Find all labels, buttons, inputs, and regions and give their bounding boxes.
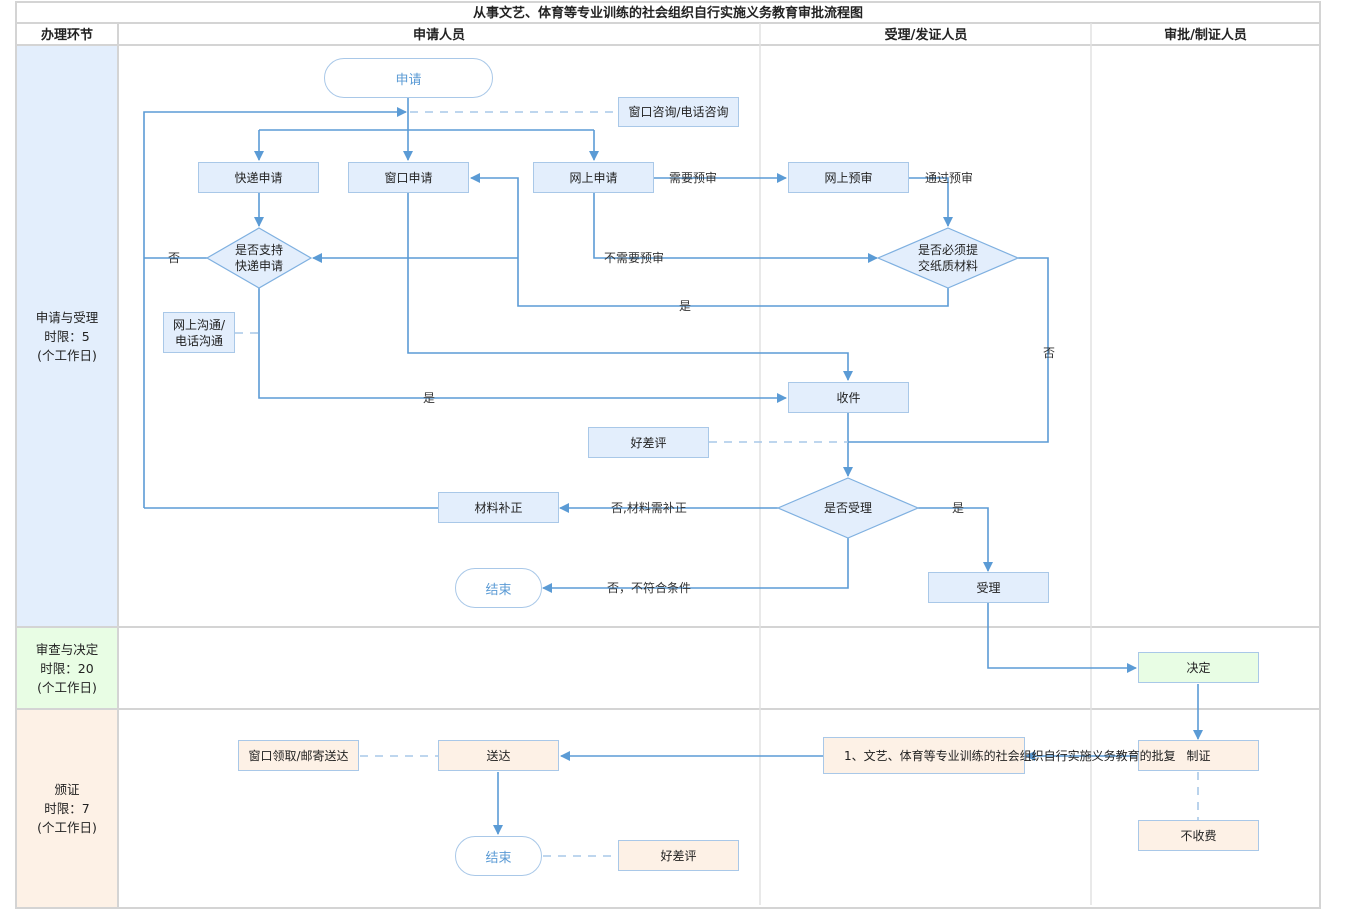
- stage-name: 颁证: [54, 782, 80, 797]
- decision-paper-shape: [876, 227, 1020, 289]
- online-precheck-node[interactable]: 网上预审: [788, 162, 909, 193]
- stage-unit: (个工作日): [37, 820, 97, 835]
- decide-node[interactable]: 决定: [1138, 652, 1259, 683]
- column-header-stage: 办理环节: [40, 28, 93, 43]
- stage-name: 申请与受理: [35, 309, 99, 325]
- no-fee-node[interactable]: 不收费: [1138, 820, 1259, 851]
- express-apply-node[interactable]: 快递申请: [198, 162, 319, 193]
- rating-node-2[interactable]: 好差评: [618, 840, 739, 871]
- stage-bg-review: [17, 628, 117, 708]
- edge-no-precheck: [593, 193, 878, 263]
- column-header-approver: 审批/制证人员: [1164, 28, 1247, 43]
- accept-node[interactable]: 受理: [928, 572, 1049, 603]
- approval-doc-node[interactable]: 1、文艺、体育等专业训练的社会组织自行实施义务教育的批复: [823, 737, 1176, 774]
- edge-label-need-precheck: 需要预审: [669, 171, 718, 185]
- edge-window-receive: [407, 193, 853, 381]
- edge-label-paper-no: 否: [1043, 346, 1056, 360]
- edge-reject-no: [542, 538, 849, 593]
- edge-express-yes: [258, 288, 787, 403]
- edge-accept-decide: [987, 603, 1137, 673]
- column-header-acceptor: 受理/发证人员: [884, 28, 968, 43]
- decision-express-shape: [205, 227, 313, 289]
- stage-label-review: 审查与决定 时限：20 (个工作日): [17, 628, 117, 708]
- stage-limit: 时限：7: [44, 801, 90, 816]
- deliver-node[interactable]: 送达: [438, 740, 559, 771]
- stage-label-apply: 申请与受理 时限：5 (个工作日): [17, 46, 117, 626]
- edge-loop-return: [143, 107, 407, 508]
- stage-bg-apply: [17, 46, 117, 626]
- edge-paper-yes: [470, 173, 949, 307]
- edge-label-pass-precheck: 通过预审: [925, 171, 974, 185]
- stage-label-cert: 颁证 时限：7 (个工作日): [17, 710, 117, 907]
- decision-accept-shape: [776, 477, 920, 539]
- window-apply-node[interactable]: 窗口申请: [348, 162, 469, 193]
- edge-paper-no: [848, 257, 1049, 443]
- make-cert-node[interactable]: 制证: [1138, 740, 1259, 771]
- edge-label-express-yes: 是: [423, 391, 436, 405]
- edge-label-express-no: 否: [168, 251, 181, 265]
- page-title: 从事文艺、体育等专业训练的社会组织自行实施义务教育审批流程图: [472, 6, 863, 21]
- supplement-node[interactable]: 材料补正: [438, 492, 559, 523]
- edge-pass-precheck: [909, 177, 953, 227]
- consult-node[interactable]: 窗口咨询/电话咨询: [618, 97, 739, 127]
- stage-limit: 时限：5: [44, 328, 90, 344]
- edge-accept-yes: [918, 507, 993, 572]
- receive-node[interactable]: 收件: [788, 382, 909, 413]
- stage-bg-cert: [17, 710, 117, 907]
- edge-label-paper-yes: 是: [679, 299, 692, 313]
- stage-limit: 时限：20: [40, 660, 94, 676]
- start-node[interactable]: 申请: [324, 58, 493, 98]
- stage-name: 审查与决定: [35, 641, 99, 657]
- edge-label-accept-yes: 是: [952, 501, 965, 515]
- edge-label-supplement-no: 否,材料需补正: [611, 501, 687, 515]
- stage-unit: (个工作日): [37, 347, 97, 363]
- online-apply-node[interactable]: 网上申请: [533, 162, 654, 193]
- end-node-2[interactable]: 结束: [455, 836, 542, 876]
- edge-label-reject-no: 否，不符合条件: [607, 581, 692, 595]
- outer-border: [15, 1, 1321, 909]
- end-node-1[interactable]: 结束: [455, 568, 542, 608]
- online-comm-node[interactable]: 网上沟通/ 电话沟通: [163, 312, 235, 353]
- rating-node-1[interactable]: 好差评: [588, 427, 709, 458]
- column-header-applicant: 申请人员: [412, 28, 465, 43]
- edge-label-no-precheck: 不需要预审: [604, 251, 665, 265]
- pickup-node[interactable]: 窗口领取/邮寄送达: [238, 740, 359, 771]
- stage-unit: (个工作日): [37, 679, 97, 695]
